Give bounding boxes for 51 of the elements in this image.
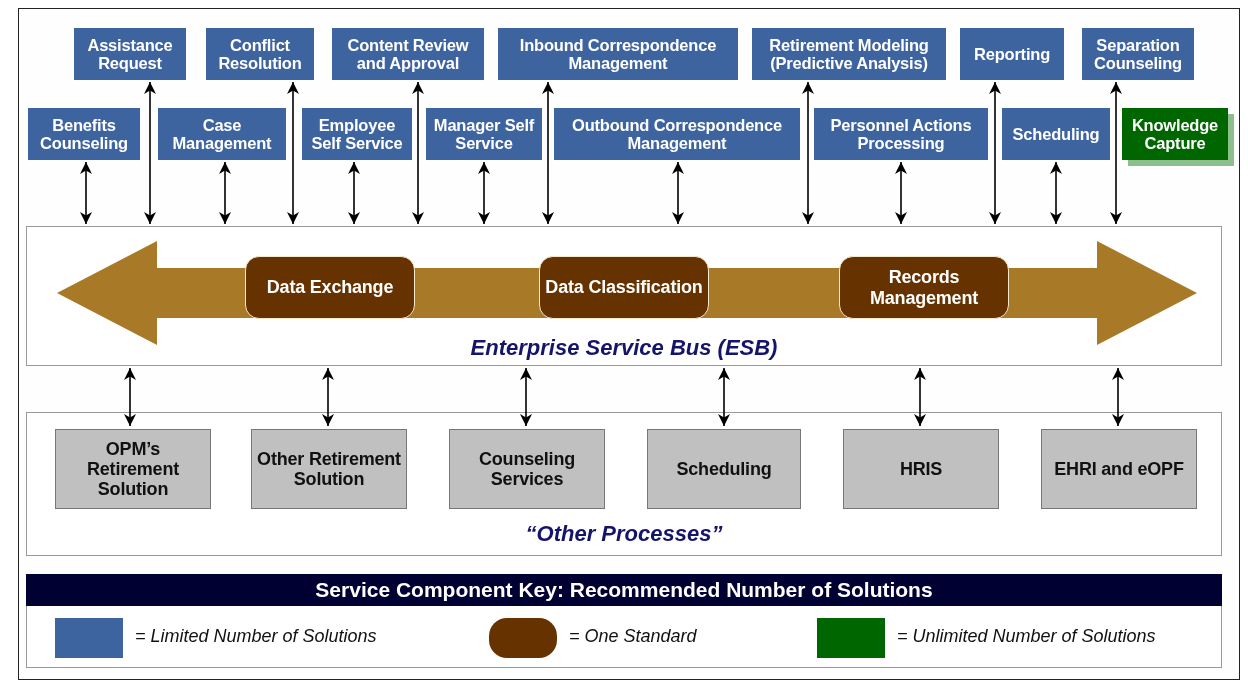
double-arrow: [802, 81, 814, 225]
double-arrow: [287, 81, 299, 225]
component-box: Benefits Counseling: [28, 108, 140, 160]
standard-pill: Data Classification: [539, 256, 709, 319]
double-arrow: [718, 367, 730, 427]
standard-pill: Data Exchange: [245, 256, 415, 319]
double-arrow: [672, 161, 684, 225]
process-box: Other Retirement Solution: [251, 429, 407, 509]
component-box: Employee Self Service: [302, 108, 412, 160]
component-box: Separation Counseling: [1082, 28, 1194, 80]
component-box: Case Management: [158, 108, 286, 160]
legend-text: = Unlimited Number of Solutions: [897, 626, 1156, 647]
double-arrow: [1110, 81, 1122, 225]
double-arrow: [348, 161, 360, 225]
component-box: Scheduling: [1002, 108, 1110, 160]
process-box: HRIS: [843, 429, 999, 509]
double-arrow: [219, 161, 231, 225]
process-box: OPM’s Retirement Solution: [55, 429, 211, 509]
double-arrow: [80, 161, 92, 225]
double-arrow: [1112, 367, 1124, 427]
double-arrow: [542, 81, 554, 225]
legend-text: = One Standard: [569, 626, 697, 647]
double-arrow: [144, 81, 156, 225]
component-box: Personnel Actions Processing: [814, 108, 988, 160]
standard-pill: Records Management: [839, 256, 1009, 319]
double-arrow: [914, 367, 926, 427]
service-bus-band: [26, 226, 1222, 366]
band-title: Enterprise Service Bus (ESB): [469, 335, 779, 361]
component-box: Outbound Correspondence Management: [554, 108, 800, 160]
double-arrow: [322, 367, 334, 427]
component-box: Inbound Correspondence Management: [498, 28, 738, 80]
component-box: Retirement Modeling (Predictive Analysis): [752, 28, 946, 80]
double-arrow: [895, 161, 907, 225]
process-box: Counseling Services: [449, 429, 605, 509]
process-box: EHRI and eOPF: [1041, 429, 1197, 509]
process-band: [26, 412, 1222, 556]
key-header: Service Component Key: Recommended Number of Solutions: [26, 574, 1222, 606]
double-arrow: [520, 367, 532, 427]
legend-text: = Limited Number of Solutions: [135, 626, 377, 647]
process-box: Scheduling: [647, 429, 801, 509]
double-arrow: [478, 161, 490, 225]
double-arrow: [412, 81, 424, 225]
component-box: Reporting: [960, 28, 1064, 80]
double-arrow: [989, 81, 1001, 225]
component-box: Conflict Resolution: [206, 28, 314, 80]
double-arrow: [124, 367, 136, 427]
double-arrow: [1050, 161, 1062, 225]
component-box: Manager Self Service: [426, 108, 542, 160]
component-box: Content Review and Approval: [332, 28, 484, 80]
component-box: Assistance Request: [74, 28, 186, 80]
band-title: “Other Processes”: [524, 521, 724, 547]
